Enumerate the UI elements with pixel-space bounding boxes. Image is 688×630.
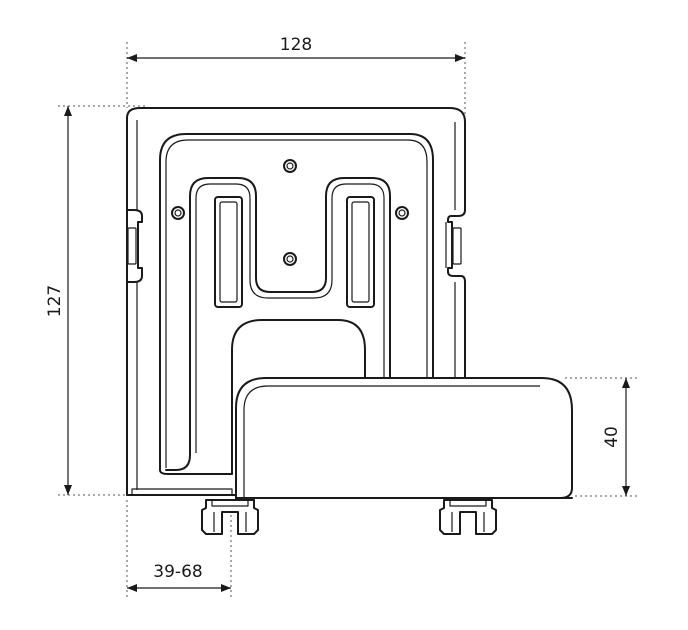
shelf-body — [235, 377, 573, 501]
dimension-width-label: 128 — [280, 35, 312, 55]
dimension-shelf-height-label: 40 — [602, 426, 622, 448]
dimension-height: 127 — [45, 106, 72, 495]
back-plate — [126, 107, 466, 496]
dimension-width: 128 — [127, 35, 465, 62]
left-foot — [201, 499, 259, 535]
right-foot — [439, 499, 497, 535]
dimension-shelf-height: 40 — [602, 378, 630, 496]
dimension-clamp-range: 39-68 — [127, 562, 231, 592]
base-bar — [126, 484, 237, 496]
extension-lines — [58, 42, 640, 600]
dimension-height-label: 127 — [45, 285, 65, 317]
dimension-clamp-range-label: 39-68 — [153, 562, 202, 582]
